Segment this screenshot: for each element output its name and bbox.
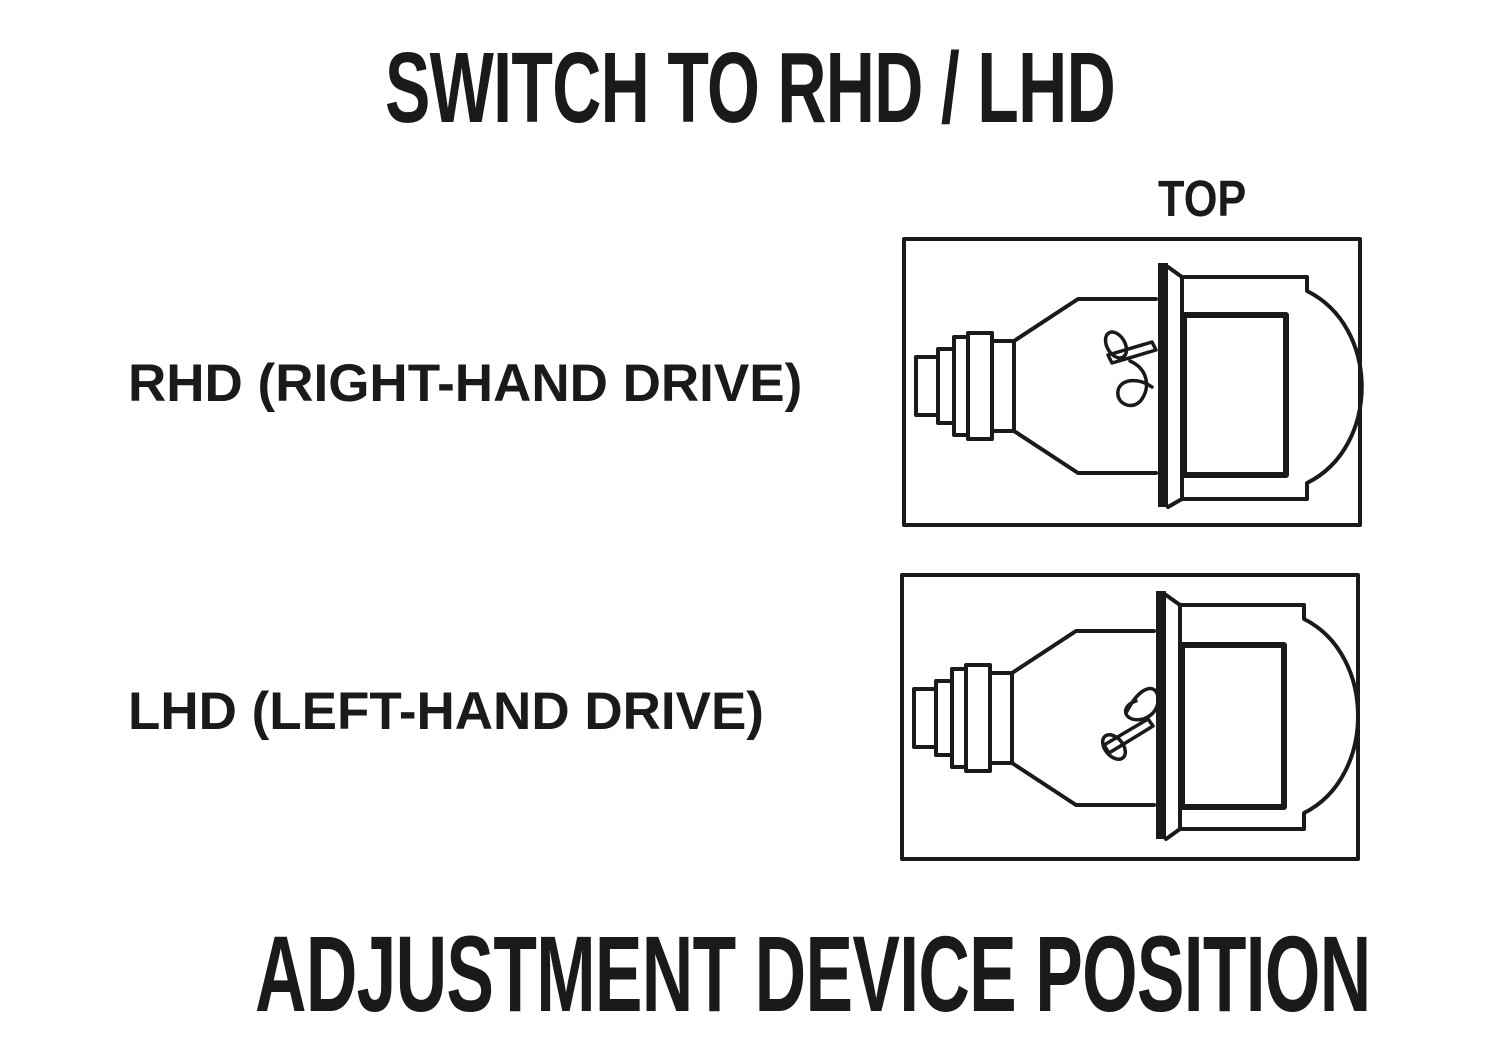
page-title: SWITCH TO RHD / LHD [384, 32, 1116, 144]
top-orientation-label: TOP [1158, 170, 1247, 227]
flange-icon [1156, 591, 1166, 839]
flange-icon [1158, 263, 1168, 507]
lhd-headlamp-diagram [900, 573, 1360, 861]
lhd-label: LHD (LEFT-HAND DRIVE) [128, 682, 764, 741]
connector-icon [912, 687, 938, 749]
adjustment-device-icon [1103, 330, 1158, 408]
rhd-label: RHD (RIGHT-HAND DRIVE) [128, 354, 803, 413]
adjustment-device-icon [1100, 686, 1160, 761]
projector-body-icon [1010, 629, 1156, 807]
footer-title: ADJUSTMENT DEVICE POSITION [254, 913, 1371, 1034]
lens-housing-icon [1164, 593, 1360, 841]
projector-body-icon [1012, 297, 1158, 475]
lens-housing-icon [1166, 265, 1364, 509]
rhd-headlamp-diagram [902, 237, 1364, 527]
connector-icon [914, 355, 940, 417]
